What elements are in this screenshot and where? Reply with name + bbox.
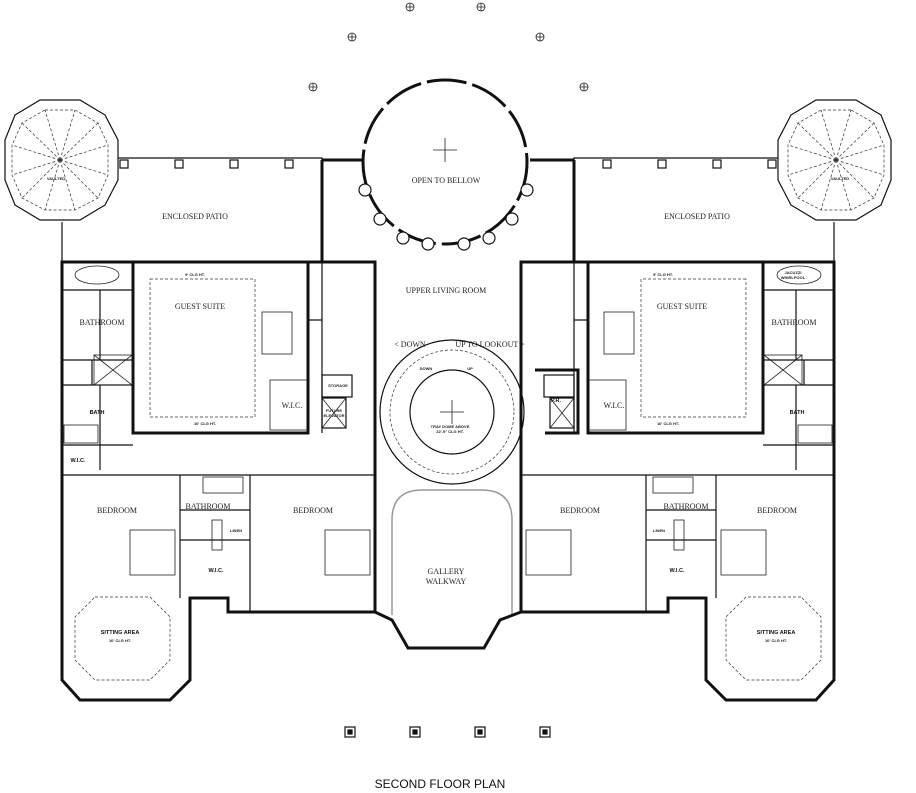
label-bath: BATH	[90, 410, 105, 416]
label-ceiling-height: 9' CLG HT.	[185, 272, 205, 277]
label-wic: W.I.C.	[670, 568, 685, 574]
label-ceiling-height: 10' CLG HT.	[109, 638, 131, 643]
label-ceiling-height: 10' CLG HT.	[765, 638, 787, 643]
column-marker-icon	[476, 2, 486, 12]
label-jacuzzi: JACUZZI	[785, 270, 802, 275]
column-marker-icon	[405, 2, 415, 12]
label-bathroom: BATHROOM	[80, 318, 125, 327]
label-wic: W.I.C.	[71, 458, 86, 464]
label-bedroom: BEDROOM	[97, 506, 137, 515]
label-guest-suite: GUEST SUITE	[657, 302, 707, 311]
pier-marker-icon	[539, 726, 551, 738]
label-linen: LINEN	[230, 528, 242, 533]
label-stair-up: UP	[467, 366, 473, 371]
label-walkway: WALKWAY	[426, 577, 467, 586]
label-future: FUTURE	[326, 408, 343, 413]
plan-title: SECOND FLOOR PLAN	[375, 777, 506, 791]
label-bathroom: BATHROOM	[664, 502, 709, 511]
label-enclosed-patio: ENCLOSED PATIO	[664, 212, 730, 221]
label-powder-room: P.R.	[551, 398, 561, 404]
label-bath: BATH	[790, 410, 805, 416]
label-ceiling-height: 10' CLG HT.	[194, 421, 216, 426]
column-marker-icon	[535, 32, 545, 42]
label-dome-height: 22'-9" CLG HT.	[436, 429, 464, 434]
label-elevator: ELEVATOR	[323, 413, 344, 418]
label-wic: W.I.C.	[209, 568, 224, 574]
label-sitting-area: SITTING AREA	[757, 630, 796, 636]
label-bedroom: BEDROOM	[560, 506, 600, 515]
column-marker-icon	[308, 82, 318, 92]
label-upper-living-room: UPPER LIVING ROOM	[406, 286, 486, 295]
label-bedroom: BEDROOM	[757, 506, 797, 515]
label-wic: W.I.C.	[282, 401, 303, 410]
label-up-to-lookout: UP TO LOOKOUT >	[455, 340, 525, 349]
label-guest-suite: GUEST SUITE	[175, 302, 225, 311]
label-ceiling-height: 9' CLG HT.	[653, 272, 673, 277]
label-wic: W.I.C.	[604, 401, 625, 410]
label-vaulted: VAULTED	[831, 176, 849, 181]
label-storage: STORAGE	[328, 383, 348, 388]
label-ceiling-height: 10' CLG HT.	[657, 421, 679, 426]
label-open-to-bellow: OPEN TO BELLOW	[412, 176, 481, 185]
label-linen: LINEN	[653, 528, 665, 533]
column-marker-icon	[579, 82, 589, 92]
label-bathroom: BATHROOM	[772, 318, 817, 327]
center-core	[322, 78, 580, 650]
label-bedroom: BEDROOM	[293, 506, 333, 515]
label-bathroom: BATHROOM	[186, 502, 231, 511]
column-marker-icon	[347, 32, 357, 42]
label-enclosed-patio: ENCLOSED PATIO	[162, 212, 228, 221]
label-stair-down: DOWN	[420, 366, 433, 371]
label-whirlpool: WHIRLPOOL	[781, 275, 806, 280]
label-down: < DOWN	[394, 340, 426, 349]
pier-markers	[344, 726, 551, 738]
label-tray-dome: TRAY DOME ABOVE	[431, 424, 470, 429]
label-sitting-area: SITTING AREA	[101, 630, 140, 636]
label-gallery: GALLERY	[428, 567, 465, 576]
left-wing	[3, 98, 377, 702]
column-markers	[308, 2, 589, 92]
pier-marker-icon	[474, 726, 486, 738]
pier-marker-icon	[409, 726, 421, 738]
label-vaulted: VAULTED	[47, 176, 65, 181]
pier-marker-icon	[344, 726, 356, 738]
